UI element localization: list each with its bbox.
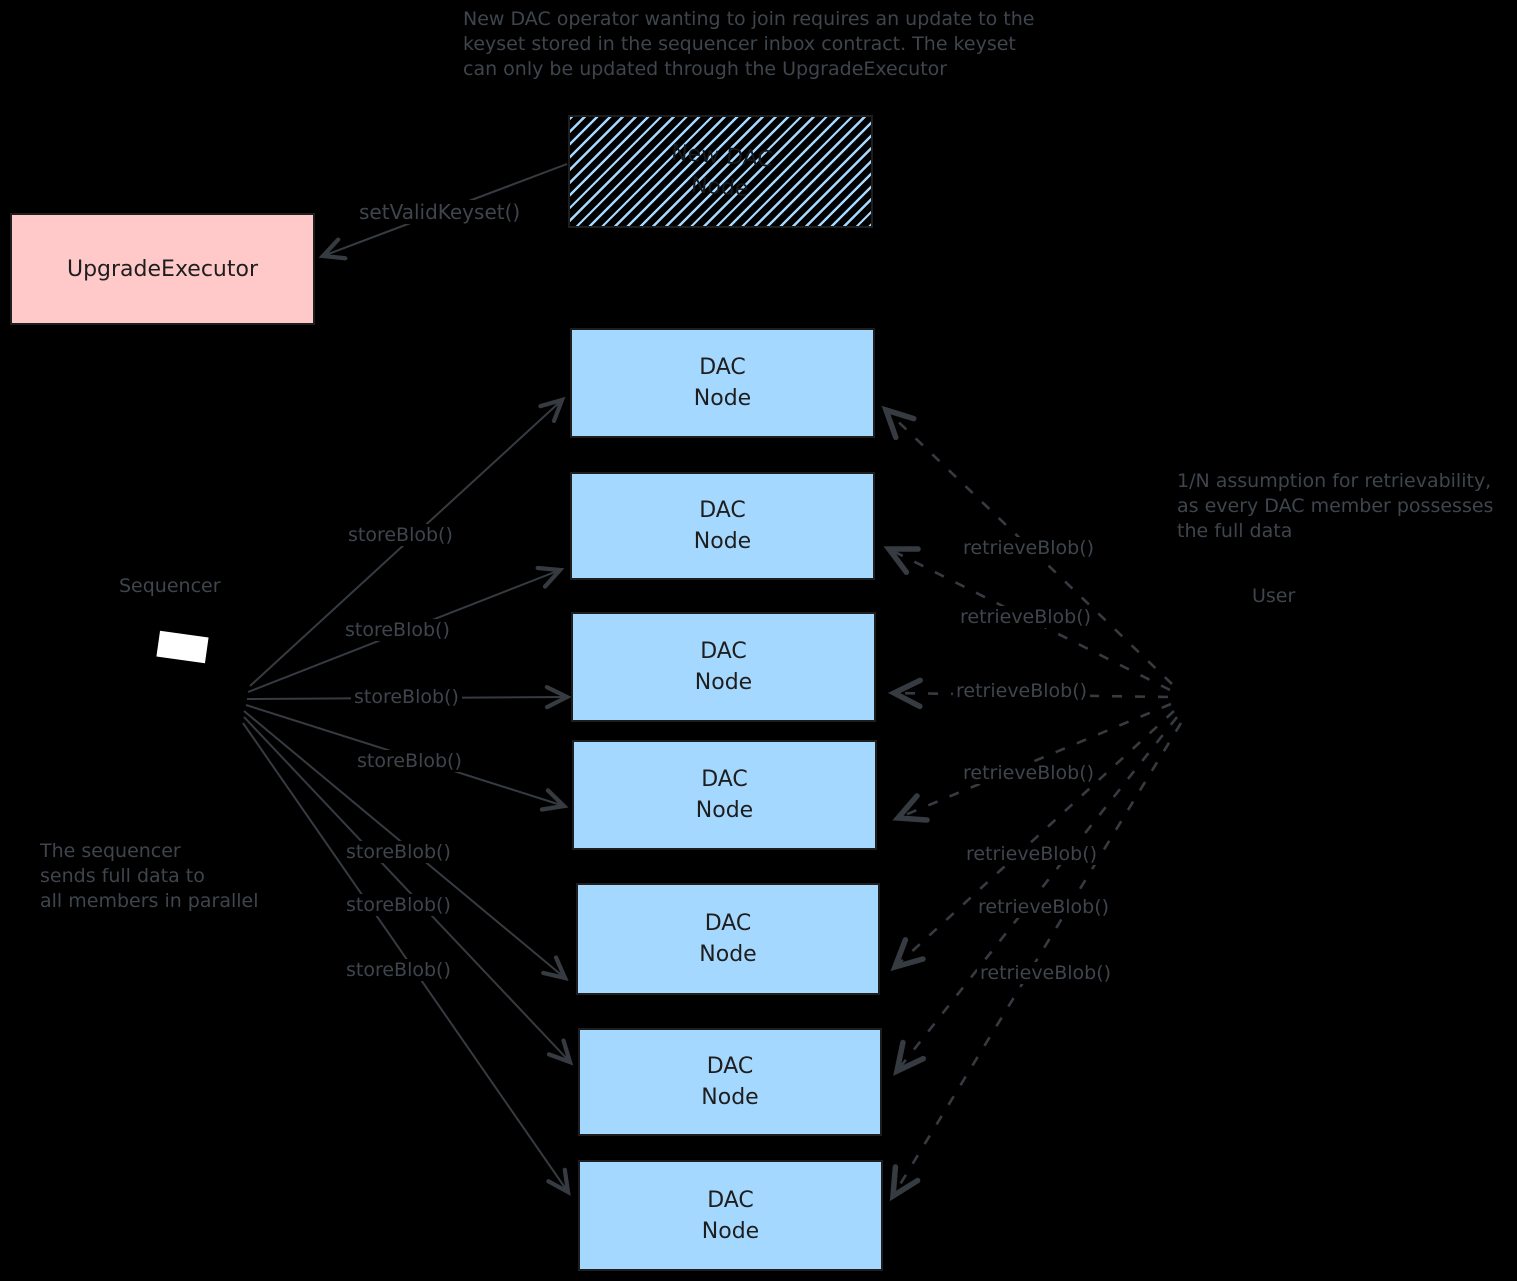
dac-node-label: DAC [706, 1054, 754, 1079]
retrieve-blob-label-2: retrieveBlob() [953, 680, 1091, 702]
dac-node-label: Node [693, 529, 752, 554]
dac-node-label: DAC [701, 767, 748, 792]
dac-node-label: Node [701, 1218, 760, 1244]
dac-node-label: DAC [707, 1187, 754, 1213]
dac-node-box-0: DAC Node [570, 328, 875, 438]
retrieve-arrow-3 [892, 702, 1172, 823]
dac-node-box-1: DAC Node [570, 472, 875, 580]
dac-node-label: DAC [699, 498, 746, 523]
new-dac-node-label: New DAC Node [670, 140, 774, 202]
dac-node-box-4: DAC Node [576, 883, 880, 995]
left-note-line: The sequencer [40, 840, 181, 862]
upgrade-executor-box: UpgradeExecutor [10, 213, 315, 325]
retrieve-arrow-4 [890, 710, 1175, 972]
store-blob-label-2: storeBlob() [351, 686, 462, 708]
top-note-line: keyset stored in the sequencer inbox con… [463, 33, 1016, 55]
sequencer-label: Sequencer [119, 575, 221, 597]
dac-node-box-5: DAC Node [578, 1028, 882, 1136]
retrieve-blob-label-5: retrieveBlob() [975, 896, 1113, 918]
dac-node-box-6: DAC Node [578, 1160, 883, 1271]
new-dac-node-box: New DAC Node [568, 115, 873, 228]
right-note: 1/N assumption for retrievability, as ev… [1177, 469, 1493, 544]
dac-node-label: Node [699, 942, 757, 967]
retrieve-arrow-5 [893, 716, 1179, 1076]
store-arrow-5 [243, 716, 574, 1066]
store-blob-label-3: storeBlob() [354, 750, 465, 772]
right-note-line: 1/N assumption for retrievability, [1177, 470, 1492, 492]
dac-node-label: DAC [704, 911, 752, 936]
dac-node-box-2: DAC Node [571, 612, 876, 722]
dac-node-label: Node [693, 386, 752, 411]
dac-node-label: DAC [700, 639, 747, 664]
dac-node-label: Node [695, 798, 754, 823]
retrieve-arrow-0 [881, 405, 1173, 685]
dac-node-label: Node [701, 1085, 759, 1110]
top-note-line: New DAC operator wanting to join require… [463, 8, 1035, 30]
top-note: New DAC operator wanting to join require… [463, 7, 1034, 82]
right-note-line: the full data [1177, 520, 1293, 542]
left-note: The sequencer sends full data to all mem… [40, 839, 259, 914]
dac-node-label: DAC [699, 355, 746, 380]
user-label: User [1252, 585, 1296, 607]
right-note-line: as every DAC member possesses [1177, 495, 1494, 517]
store-blob-label-1: storeBlob() [342, 619, 453, 641]
store-arrow-6 [242, 722, 571, 1196]
store-blob-label-0: storeBlob() [345, 524, 456, 546]
retrieve-blob-label-1: retrieveBlob() [957, 606, 1095, 628]
store-blob-label-4: storeBlob() [343, 841, 454, 863]
left-note-line: all members in parallel [40, 890, 259, 912]
dac-node-label: Node [694, 670, 753, 695]
top-note-line: can only be updated through the UpgradeE… [463, 58, 948, 80]
retrieve-blob-label-6: retrieveBlob() [977, 962, 1115, 984]
store-blob-label-5: storeBlob() [343, 894, 454, 916]
dac-node-box-3: DAC Node [572, 740, 877, 850]
retrieve-blob-label-4: retrieveBlob() [963, 843, 1101, 865]
upgrade-executor-label: UpgradeExecutor [66, 256, 258, 282]
store-blob-label-6: storeBlob() [343, 959, 454, 981]
left-note-line: sends full data to [40, 865, 205, 887]
retrieve-arrow-6 [889, 722, 1183, 1202]
retrieve-blob-label-3: retrieveBlob() [960, 762, 1098, 784]
retrieve-arrow-1 [883, 546, 1171, 692]
retrieve-blob-label-0: retrieveBlob() [960, 537, 1098, 559]
set-valid-keyset-label: setValidKeyset() [356, 200, 524, 224]
